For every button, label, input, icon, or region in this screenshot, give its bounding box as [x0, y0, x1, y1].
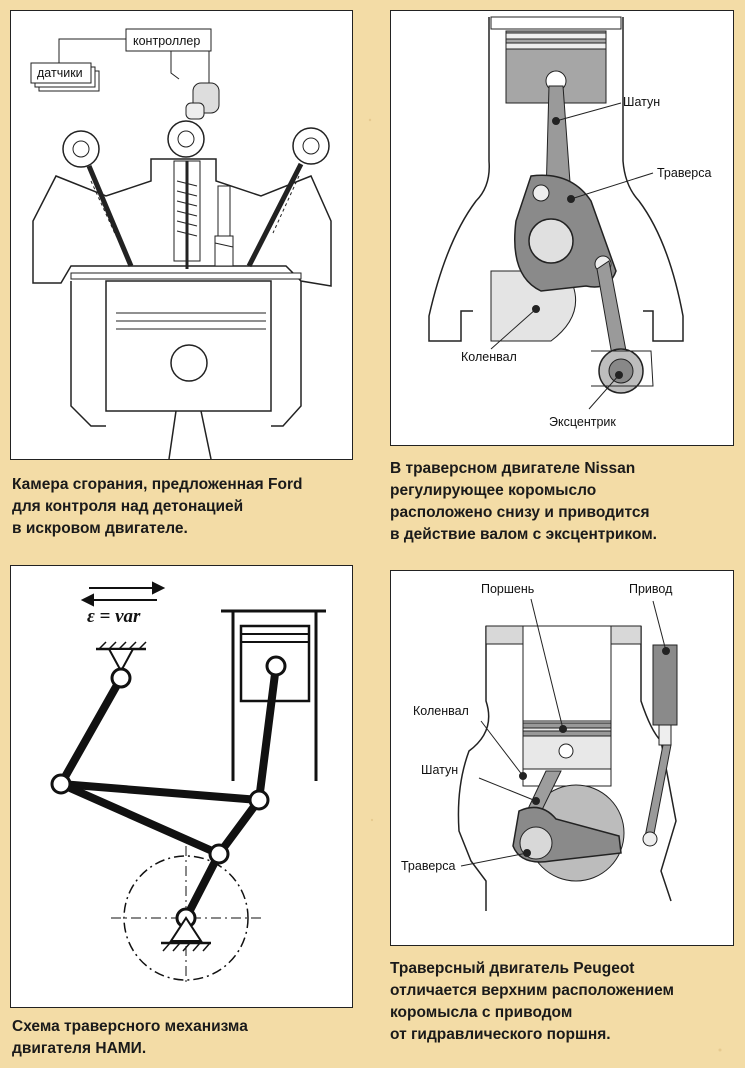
- epsilon-label: ε = var: [87, 606, 141, 627]
- nami-diagram-panel: ε = var: [10, 565, 353, 1008]
- ford-diagram-panel: датчики контроллер: [10, 10, 353, 460]
- hydraulic-drive: [642, 644, 678, 847]
- caption-line: расположено снизу и приводится: [390, 504, 650, 521]
- caption-line: двигателя НАМИ.: [12, 1040, 147, 1057]
- piston: [70, 272, 302, 459]
- right-rocker: [246, 127, 330, 268]
- peugeot-engine-drawing: Поршень Привод Коленвал Шатун Траверса: [401, 582, 678, 911]
- ford-caption: Камера сгорания, предложенная Ford для к…: [12, 474, 302, 540]
- eccentric-label: Эксцентрик: [549, 415, 616, 429]
- controller-box: [125, 28, 212, 52]
- controller-label: контроллер: [133, 34, 200, 48]
- caption-line: в искровом двигателе.: [12, 520, 188, 537]
- caption-line: регулирующее коромысло: [390, 482, 597, 499]
- bottom-pivot: [161, 916, 211, 952]
- sensors-label: датчики: [37, 66, 83, 80]
- traverse-label: Траверса: [657, 166, 711, 180]
- nissan-diagram-panel: Шатун Траверса Коленвал Эксцентрик: [390, 10, 734, 446]
- ford-combustion-chamber-drawing: датчики контроллер: [30, 28, 332, 459]
- nami-caption: Схема траверсного механизма двигателя НА…: [12, 1016, 248, 1060]
- caption-line: Камера сгорания, предложенная Ford: [12, 476, 303, 493]
- peugeot-caption: Траверсный двигатель Peugeot отличается …: [390, 958, 674, 1046]
- control-link: [596, 260, 628, 362]
- caption-line: отличается верхним расположением: [390, 982, 674, 999]
- caption-line: в действие валом с эксцентриком.: [390, 526, 657, 543]
- piston: [522, 720, 612, 770]
- spark-plug-icon: [214, 185, 234, 267]
- epsilon-arrows: [80, 581, 166, 607]
- eccentric-shaft: [591, 348, 654, 394]
- caption-line: для контроля над детонацией: [12, 498, 244, 515]
- crankshaft-label: Коленвал: [461, 350, 517, 364]
- rod-label: Шатун: [421, 763, 458, 777]
- nissan-caption: В траверсном двигателе Nissan регулирующ…: [390, 458, 657, 546]
- caption-line: коромысла с приводом: [390, 1004, 573, 1021]
- caption-line: В траверсном двигателе Nissan: [390, 460, 636, 477]
- caption-line: Схема траверсного механизма: [12, 1018, 248, 1035]
- center-valve: [167, 120, 205, 269]
- rod-label: Шатун: [623, 95, 660, 109]
- peugeot-diagram-panel: Поршень Привод Коленвал Шатун Траверса: [390, 570, 734, 946]
- joints: [50, 655, 287, 929]
- drive-label: Привод: [629, 582, 673, 596]
- sensors-box: датчики: [30, 62, 100, 92]
- caption-line: Траверсный двигатель Peugeot: [390, 960, 635, 977]
- piston-label: Поршень: [481, 582, 534, 596]
- caption-line: от гидравлического поршня.: [390, 1026, 611, 1043]
- piston: [505, 30, 607, 104]
- cylinder: [221, 609, 326, 781]
- left-rocker: [62, 130, 134, 267]
- crankshaft-label: Коленвал: [413, 704, 469, 718]
- nissan-engine-drawing: Шатун Траверса Коленвал Эксцентрик: [428, 16, 711, 429]
- linkage-bars: [57, 662, 280, 922]
- crank-circle: [123, 855, 249, 981]
- nami-mechanism-scheme: ε = var: [50, 581, 326, 986]
- traverse-label: Траверса: [401, 859, 455, 873]
- top-pivot: [96, 641, 147, 674]
- actuator-icon: [185, 82, 220, 120]
